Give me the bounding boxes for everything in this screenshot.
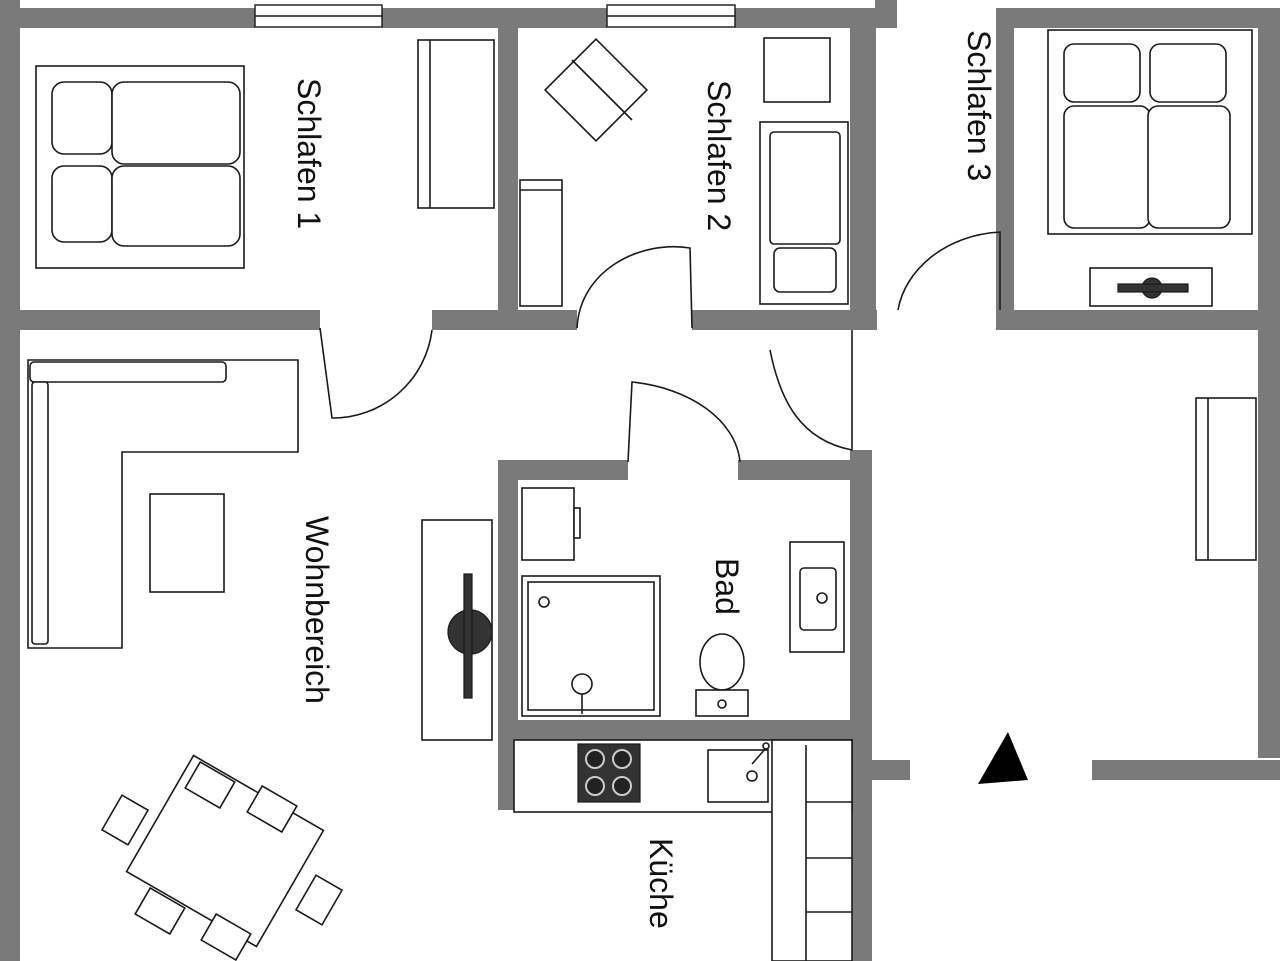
- entrance-arrow-icon: [978, 732, 1028, 784]
- room-label-bad: Bad: [709, 558, 745, 615]
- doors: [319, 231, 1001, 463]
- room-label-kueche: Küche: [643, 838, 679, 929]
- room-label-schlafen1: Schlafen 1: [291, 78, 327, 229]
- schlafen2-furniture: [519, 37, 849, 307]
- bad-furniture: [521, 487, 845, 717]
- kueche-furniture: [513, 739, 853, 961]
- schlafen1-furniture: [35, 39, 495, 269]
- schlafen3-furniture: [1047, 29, 1253, 307]
- windows: [254, 4, 736, 28]
- stove-icon: [577, 743, 641, 803]
- room-label-schlafen2: Schlafen 2: [701, 80, 737, 231]
- room-label-schlafen3: Schlafen 3: [961, 30, 997, 181]
- room-label-wohnbereich: Wohnbereich: [299, 516, 335, 704]
- hall-furniture: [1195, 397, 1257, 561]
- wohnbereich-furniture: [27, 359, 493, 961]
